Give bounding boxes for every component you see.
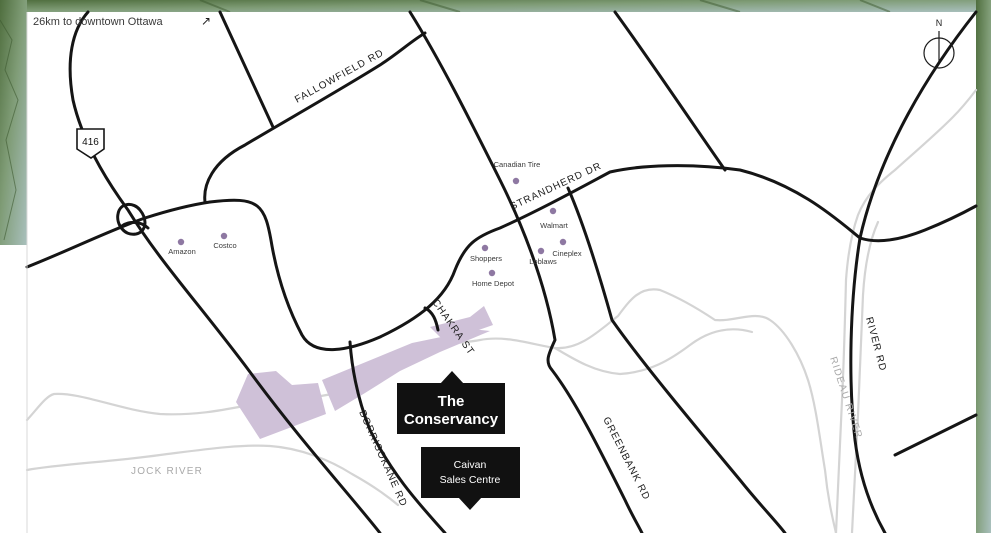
poi-dot[interactable] (549, 207, 557, 215)
poi-walmart-label: Walmart (540, 221, 569, 230)
highway-number: 416 (82, 137, 99, 148)
northeast-connector (613, 10, 727, 172)
poi-cineplex-label: Cineplex (552, 249, 581, 258)
strandherd-west-segment (25, 200, 212, 269)
east-spur-road (893, 413, 978, 457)
river-layer (25, 88, 978, 533)
sales-centre-callout[interactable]: Caivan Sales Centre (421, 447, 520, 510)
jock-river-south-bank (25, 444, 400, 507)
jock-river-line (25, 288, 838, 533)
poi-dot[interactable] (220, 232, 228, 240)
fallowfield-west-cross (218, 10, 275, 129)
conservancy-parcel-west (236, 371, 326, 439)
shield-icon (76, 128, 105, 159)
main-diagonal-road (408, 10, 644, 533)
rideau-river-line (834, 88, 978, 533)
highway-416-shield: 416 (76, 128, 105, 159)
conservancy-pointer (440, 371, 464, 384)
distance-to-downtown-label: 26km to downtown Ottawa (33, 16, 164, 28)
poi-amazon-label: Amazon (168, 247, 196, 256)
river-road-line (849, 10, 978, 533)
poi-dot[interactable] (559, 238, 567, 246)
poi-dot[interactable] (177, 238, 185, 246)
poi-dot[interactable] (488, 269, 496, 277)
chakra-street-line (423, 306, 440, 332)
development-area (236, 306, 493, 439)
sales-centre-pointer (458, 497, 482, 510)
conservancy-label-line2: Conservancy (404, 411, 499, 428)
sales-centre-label-line2: Sales Centre (440, 474, 501, 486)
sales-centre-label-line1: Caivan (454, 459, 487, 471)
rideau-river-inner (850, 220, 880, 533)
conservancy-label-line1: The (438, 393, 465, 410)
borrisokane-road-line (348, 340, 447, 533)
sales-centre-box (421, 447, 520, 498)
poi-canadian-tire-label: Canadian Tire (494, 160, 541, 169)
river-channel-east (553, 328, 754, 376)
poi-loblaws-label: Loblaws (529, 257, 557, 266)
compass-north-label: N (936, 18, 943, 28)
compass: N (923, 18, 955, 69)
poi-dot[interactable] (512, 177, 520, 185)
map-panel (27, 12, 976, 533)
distance-header: 26km to downtown Ottawa ↗ (33, 14, 211, 28)
road-layer (25, 10, 978, 533)
arrow-up-right-icon: ↗ (201, 14, 211, 28)
poi-dot[interactable] (481, 244, 489, 252)
highway-416 (68, 10, 382, 533)
poi-home-depot-label: Home Depot (472, 279, 515, 288)
conservancy-box (397, 383, 505, 434)
greenbank-road-line (566, 186, 787, 533)
poi-layer: Canadian Tire Walmart Shoppers Cineplex … (168, 160, 582, 288)
poi-costco-label: Costco (213, 241, 236, 250)
poi-shoppers-label: Shoppers (470, 254, 502, 263)
fallowfield-road-line (203, 31, 427, 204)
conservancy-parcel-main (322, 329, 490, 411)
jock-river-label: JOCK RIVER (131, 466, 203, 477)
conservancy-parcel-north (430, 306, 493, 340)
conservancy-callout[interactable]: The Conservancy (397, 371, 505, 434)
poi-dot[interactable] (537, 247, 545, 255)
